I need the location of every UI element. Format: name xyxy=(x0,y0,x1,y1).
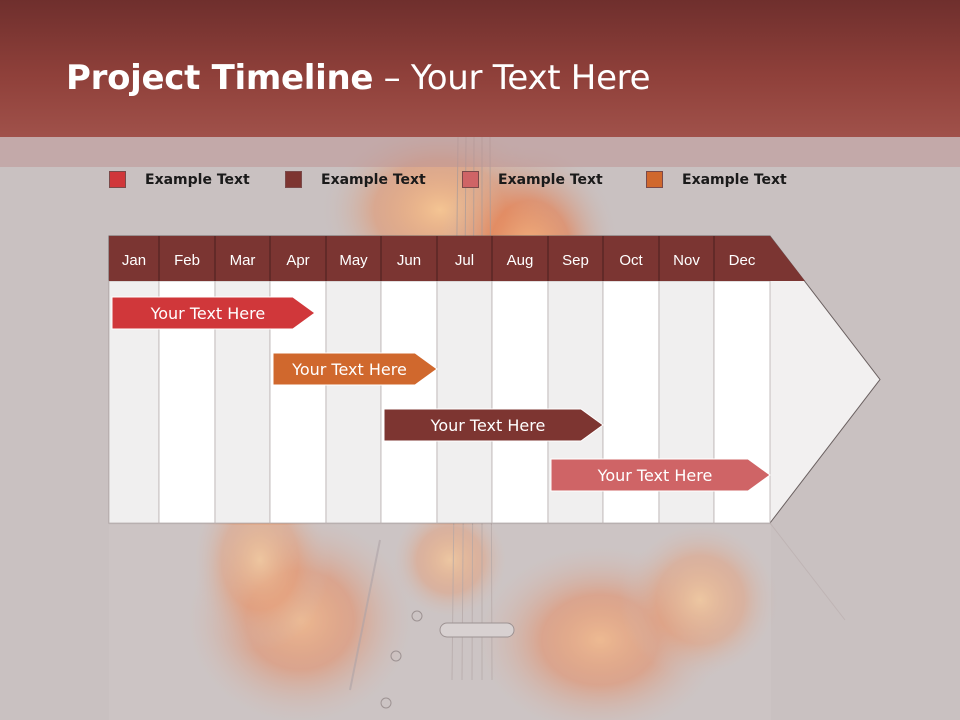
task-bar xyxy=(550,458,771,492)
month-label: May xyxy=(339,252,368,269)
month-label: Jan xyxy=(122,252,146,269)
slide-title-rest: – Your Text Here xyxy=(373,58,651,98)
legend-label: Example Text xyxy=(682,172,787,188)
title-bar-band xyxy=(0,137,960,167)
month-label: Oct xyxy=(619,252,643,269)
month-label: Jun xyxy=(397,252,421,269)
legend-swatch xyxy=(646,171,663,188)
task-bar xyxy=(111,296,316,330)
legend-swatch xyxy=(462,171,479,188)
month-label: Sep xyxy=(562,252,589,269)
month-label: Aug xyxy=(507,252,534,269)
task-bar-label: Your Text Here xyxy=(291,360,407,379)
legend-label: Example Text xyxy=(321,172,426,188)
legend-label: Example Text xyxy=(498,172,603,188)
slide-title: Project Timeline – Your Text Here xyxy=(66,58,651,98)
month-column xyxy=(491,280,549,524)
task-bar xyxy=(272,352,438,386)
month-label: Dec xyxy=(729,252,756,269)
slide-title-bold: Project Timeline xyxy=(66,58,374,98)
timeline-header xyxy=(109,236,805,281)
month-label: Apr xyxy=(286,252,309,269)
legend-swatch xyxy=(285,171,302,188)
task-bar xyxy=(383,408,604,442)
month-label: Nov xyxy=(673,252,700,269)
title-bar xyxy=(0,0,960,137)
legend-label: Example Text xyxy=(145,172,250,188)
month-label: Feb xyxy=(174,252,200,269)
task-bar-label: Your Text Here xyxy=(150,304,266,323)
month-label: Mar xyxy=(230,252,256,269)
task-bar-label: Your Text Here xyxy=(430,416,546,435)
month-column xyxy=(325,280,382,524)
month-label: Jul xyxy=(455,252,474,269)
month-column xyxy=(380,280,438,524)
task-bar-label: Your Text Here xyxy=(597,466,713,485)
month-column xyxy=(436,280,493,524)
legend-swatch xyxy=(109,171,126,188)
